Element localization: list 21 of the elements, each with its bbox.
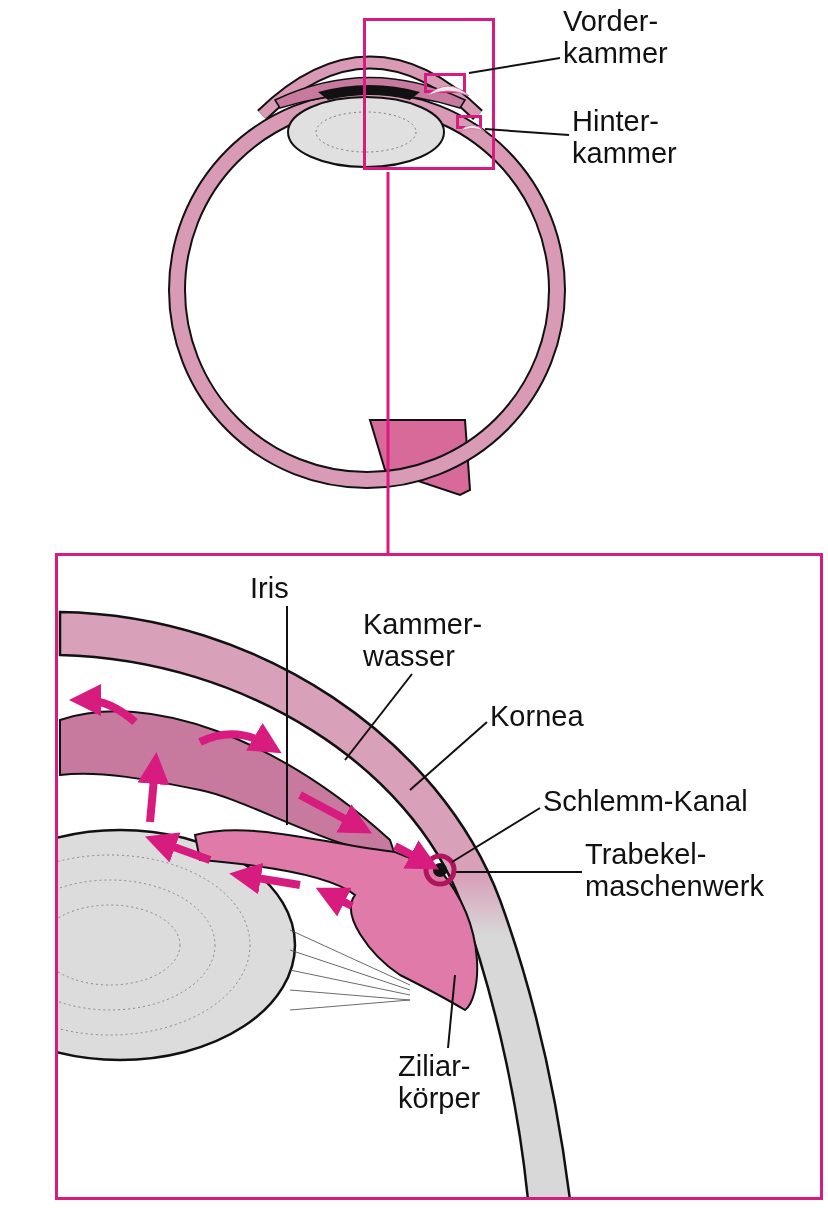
inset-frame: [55, 553, 823, 1200]
part-label: Hinter- kammer: [572, 105, 752, 169]
part-label: Trabekel- maschenwerk: [585, 838, 815, 902]
leader-line: [409, 721, 488, 791]
connector-line: [386, 172, 390, 553]
inset-frame: [363, 18, 495, 170]
leader-line: [455, 871, 583, 873]
leader-line: [451, 807, 541, 863]
part-label: Vorder- kammer: [563, 5, 743, 69]
connector-line: [468, 57, 561, 74]
part-label: Kornea: [490, 700, 650, 732]
leader-line: [286, 605, 288, 826]
chamber-area: [456, 115, 482, 129]
leader-line: [344, 673, 413, 761]
part-label: Iris: [250, 572, 330, 604]
chamber-area: [424, 73, 466, 93]
part-label: Schlemm-Kanal: [543, 785, 803, 817]
leader-line: [447, 974, 456, 1049]
part-label: Ziliar- körper: [398, 1050, 538, 1114]
connector-line: [484, 128, 570, 136]
part-label: Kammer- wasser: [363, 608, 533, 672]
